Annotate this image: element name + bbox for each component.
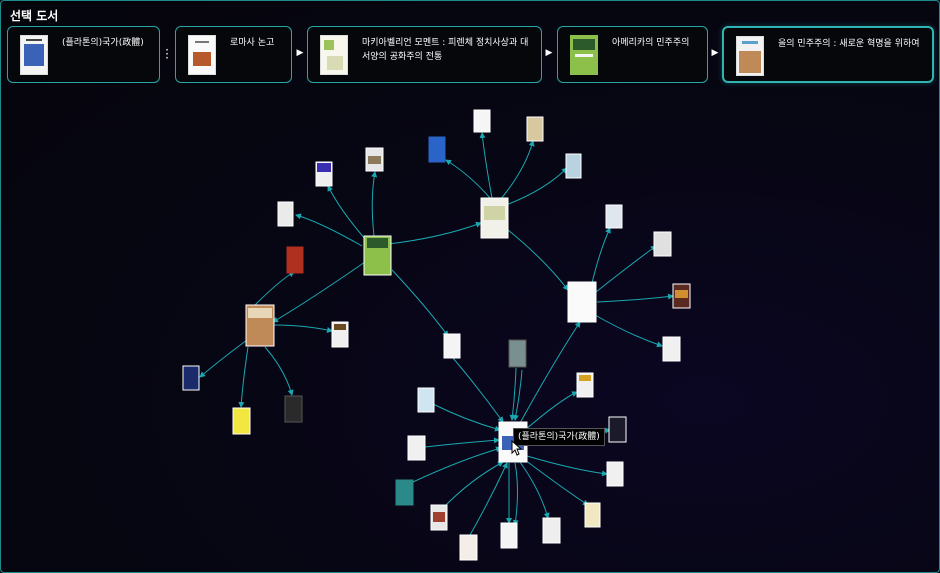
book-cover [570, 35, 598, 75]
triangle-right-icon: ▶ [711, 48, 719, 58]
book-node[interactable] [443, 333, 461, 359]
vertical-ellipsis-icon[interactable]: ··· [165, 43, 169, 65]
book-node-art [317, 163, 331, 172]
book-node[interactable] [662, 336, 681, 362]
book-title: 아메리카의 민주주의 [612, 38, 690, 48]
triangle-right-icon: ▶ [545, 48, 553, 58]
book-node[interactable] [459, 534, 478, 561]
book-node[interactable] [605, 204, 623, 229]
book-node[interactable] [500, 522, 518, 549]
book-node[interactable] [417, 387, 435, 413]
book-node-art [675, 290, 688, 298]
book-title: 로마사 논고 [230, 38, 275, 48]
book-cover [188, 35, 216, 75]
book-node-art [579, 375, 591, 381]
book-node[interactable] [608, 416, 627, 443]
book-cover [20, 35, 48, 75]
selected-book-card-4[interactable]: 아메리카의 민주주의 [557, 26, 708, 83]
selected-book-card-3[interactable]: 마키아벨리언 모멘트 : 피렌체 정치사상과 대서양의 공화주의 전통 [307, 26, 542, 83]
book-node-art [433, 512, 445, 522]
graph-nodes[interactable] [182, 109, 691, 561]
selected-book-card-5[interactable]: 을의 민주주의 : 새로운 혁명을 위하여 [722, 26, 934, 83]
book-node-art [368, 156, 381, 164]
book-node[interactable] [565, 153, 582, 179]
book-node-art [484, 206, 505, 220]
book-node[interactable] [508, 339, 527, 368]
mouse-pointer-icon [511, 440, 523, 456]
node-tooltip: (플라톤의)국가(政體) [513, 428, 605, 446]
book-node[interactable] [526, 116, 544, 142]
book-title: 을의 민주주의 : 새로운 혁명을 위하여 [778, 39, 920, 49]
book-cover [736, 36, 764, 76]
book-node[interactable] [277, 201, 294, 227]
book-node[interactable] [284, 395, 303, 423]
book-node[interactable] [606, 461, 624, 487]
book-node[interactable] [473, 109, 491, 133]
book-node[interactable] [542, 517, 561, 544]
book-node-art [248, 308, 272, 318]
book-node[interactable] [567, 281, 597, 323]
book-node[interactable] [182, 365, 200, 391]
book-node[interactable] [232, 407, 251, 435]
book-network-graph[interactable] [0, 90, 940, 573]
book-title: 마키아벨리언 모멘트 : 피렌체 정치사상과 대서양의 공화주의 전통 [362, 38, 529, 62]
book-node[interactable] [407, 435, 426, 461]
graph-edges [199, 132, 674, 536]
book-node[interactable] [428, 136, 446, 163]
selected-book-card-1[interactable]: (플라톤의)국가(政體) [7, 26, 160, 83]
book-node[interactable] [584, 502, 601, 528]
book-node-art [367, 238, 388, 248]
section-title: 선택 도서 [10, 9, 59, 23]
book-node-art [334, 324, 346, 330]
book-cover [320, 35, 348, 75]
book-title: (플라톤의)국가(政體) [62, 38, 144, 48]
selected-book-card-2[interactable]: 로마사 논고 [175, 26, 292, 83]
book-node[interactable] [286, 246, 304, 274]
triangle-right-icon: ▶ [296, 48, 304, 58]
book-node[interactable] [395, 479, 414, 506]
book-node[interactable] [653, 231, 672, 257]
